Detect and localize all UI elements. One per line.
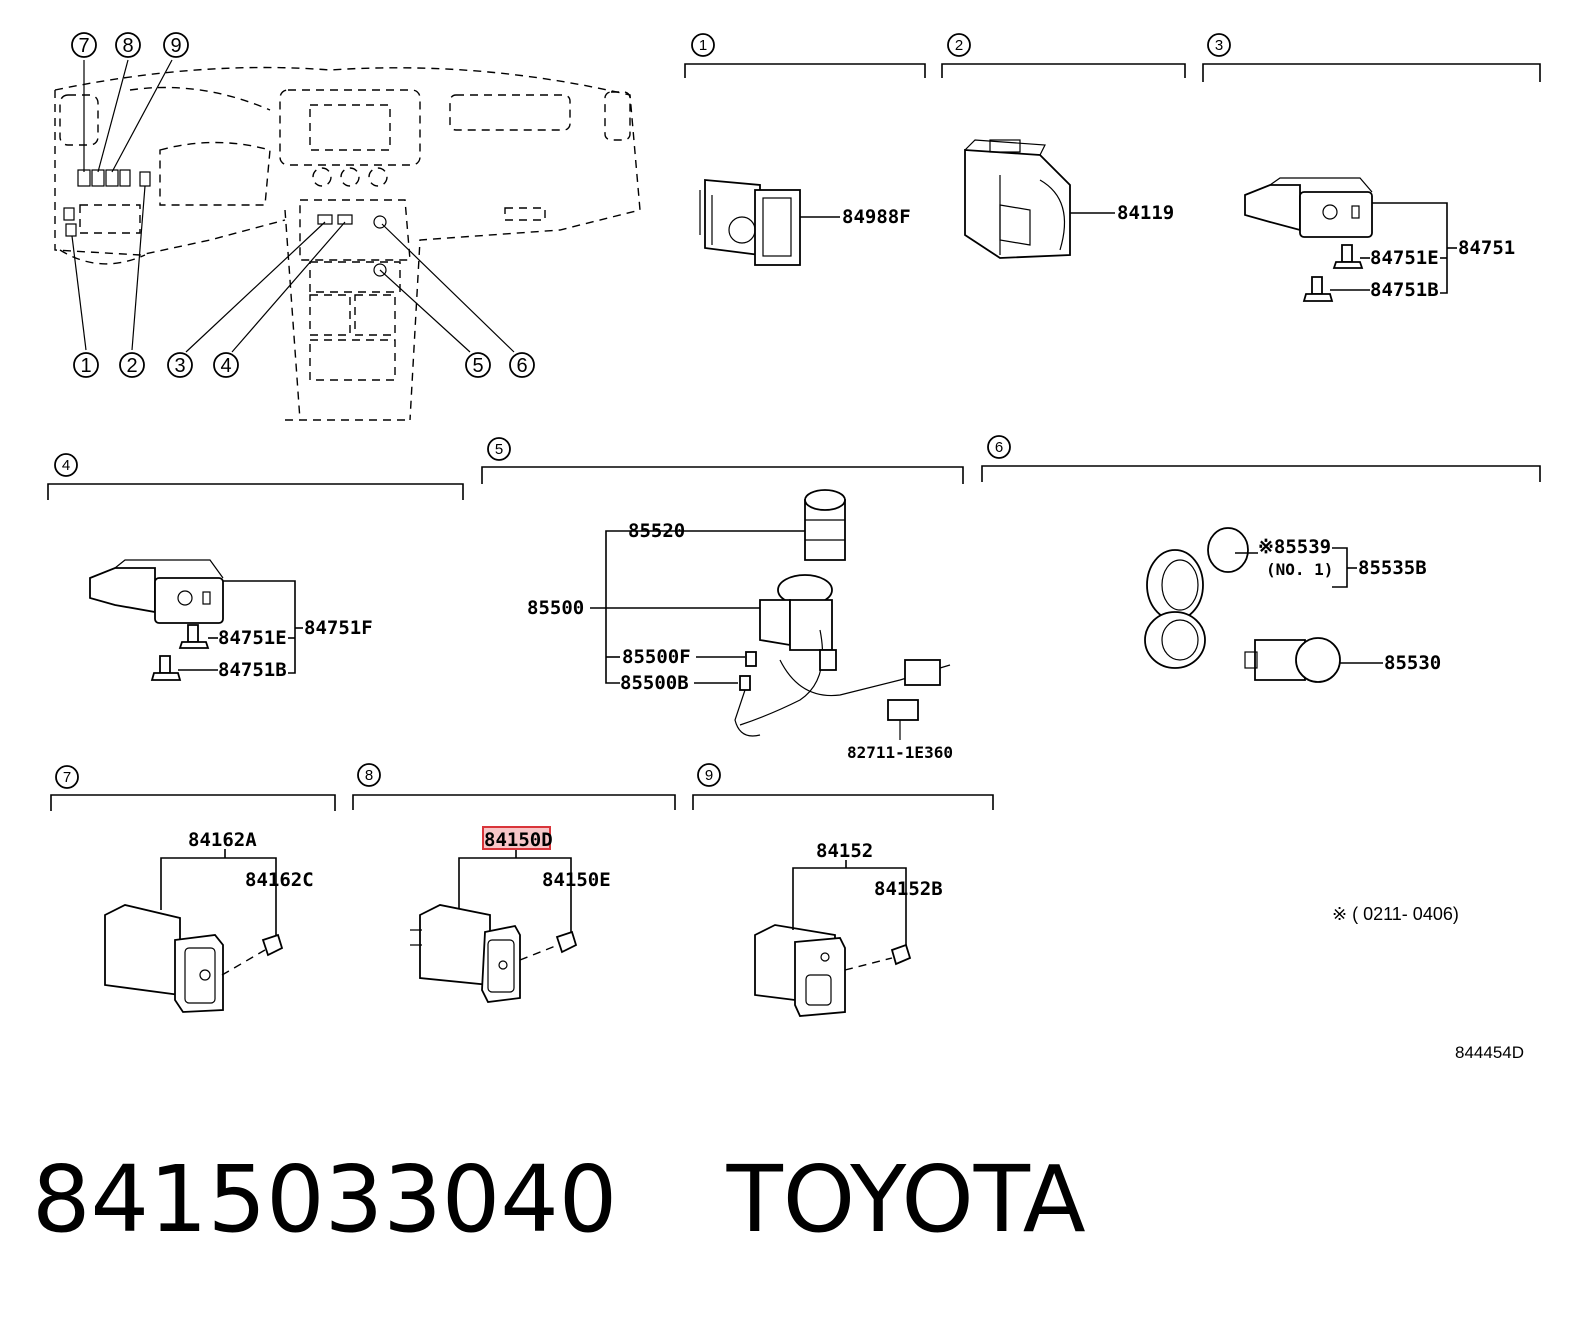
label-85500B: 85500B: [620, 672, 689, 694]
label-84119: 84119: [1117, 202, 1174, 224]
label-84751B-s3: 84751B: [1370, 279, 1439, 301]
label-84150D: 84150D: [484, 829, 553, 851]
label-84152B: 84152B: [874, 878, 943, 900]
label-no1: (NO. 1): [1266, 560, 1333, 579]
section-5: 5 85520 85500 85500F 85500B 82: [481, 437, 964, 762]
section-9-number: 9: [705, 767, 713, 784]
date-range-note: ※ ( 0211- 0406): [1332, 904, 1459, 924]
dashboard-overview: 7 8 9 1 2 3 4 5 6: [54, 32, 641, 421]
callout-1: 1: [80, 355, 91, 377]
label-85500: 85500: [527, 597, 584, 619]
callout-6: 6: [516, 355, 527, 377]
section-2: 2 84119: [941, 33, 1186, 259]
label-85530: 85530: [1384, 652, 1441, 674]
bulb-84751E-s4-part: [178, 624, 210, 649]
section-4-number: 4: [62, 457, 70, 474]
label-84162A: 84162A: [188, 829, 257, 851]
section-1-number: 1: [699, 37, 707, 54]
section-9: 9 84152 84152B: [692, 763, 994, 1017]
label-84751: 84751: [1458, 237, 1515, 259]
power-outlet-part: [1144, 527, 1341, 683]
label-85539: ※85539: [1258, 536, 1331, 558]
callout-8: 8: [122, 35, 133, 57]
highlight-84150D: [482, 826, 551, 850]
switch-84119-part: [964, 139, 1071, 259]
switch-84150D-part: [410, 904, 578, 1003]
section-8-number: 8: [365, 767, 373, 784]
bulb-84751B-s4-part: [150, 655, 182, 681]
label-84751B-s4: 84751B: [218, 659, 287, 681]
section-2-number: 2: [955, 37, 963, 54]
label-85535B: 85535B: [1358, 557, 1427, 579]
part-number: 8415033040: [32, 1146, 618, 1253]
callout-9: 9: [170, 35, 181, 57]
switch-84751-part: [1244, 177, 1373, 238]
callout-4: 4: [220, 355, 231, 377]
label-84988F: 84988F: [842, 206, 911, 228]
section-7-number: 7: [63, 769, 71, 786]
section-7: 7 84162A 84162C: [50, 765, 336, 1013]
footer: 8415033040 TOYOTA: [32, 1150, 1086, 1250]
callout-7: 7: [78, 35, 89, 57]
label-84751E-s4: 84751E: [218, 627, 287, 649]
switch-84751F-part: [89, 559, 224, 624]
section-3-number: 3: [1215, 37, 1223, 54]
label-84751F: 84751F: [304, 617, 373, 639]
switch-84162A-part: [104, 904, 284, 1013]
section-6-number: 6: [995, 439, 1003, 456]
callout-2: 2: [126, 355, 137, 377]
section-4: 4 84751E 84751B 84751F: [47, 453, 464, 681]
label-84152: 84152: [816, 840, 873, 862]
label-85500F: 85500F: [622, 646, 691, 668]
label-84162C: 84162C: [245, 869, 314, 891]
bulb-84751E-part: [1332, 244, 1364, 269]
bulb-84751B-part: [1302, 276, 1334, 302]
switch-84152-part: [754, 924, 912, 1017]
cigarette-lighter-part: [734, 489, 951, 740]
label-84751E-s3: 84751E: [1370, 247, 1439, 269]
brand-name: TOYOTA: [726, 1146, 1086, 1253]
section-6: 6 ※85539 (NO. 1) 85535B 85530: [981, 435, 1541, 683]
section-3: 3 84751E 84751B 84751: [1202, 33, 1541, 302]
section-1: 1 84988F: [684, 33, 926, 266]
section-8: 8 84150D 84150E: [352, 763, 676, 1003]
section-5-number: 5: [495, 441, 503, 458]
label-82711-1E360: 82711-1E360: [847, 743, 953, 762]
diagram-code: 844454D: [1455, 1043, 1524, 1062]
callout-3: 3: [174, 355, 185, 377]
callout-5: 5: [472, 355, 483, 377]
label-85520: 85520: [628, 520, 685, 542]
switch-84988F-part: [699, 179, 801, 266]
label-84150E: 84150E: [542, 869, 611, 891]
